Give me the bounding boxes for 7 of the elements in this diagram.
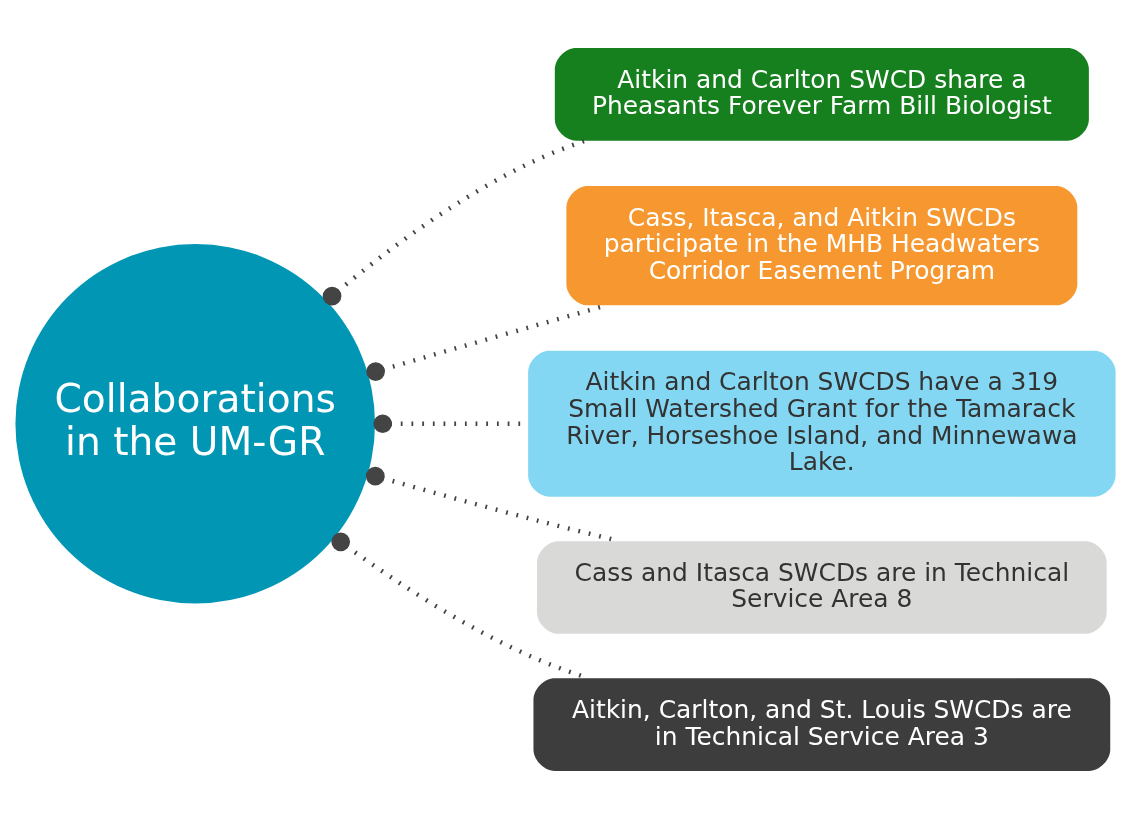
node-box: Cass, Itasca, and Aitkin SWCDs participate in the MHB Headwaters Corridor Easement Program — [566, 186, 1078, 306]
node-box: Cass and Itasca SWCDs are in Technical Service Area 8 — [537, 541, 1107, 634]
connector — [322, 138, 586, 306]
node-box: Aitkin, Carlton, and St. Louis SWCDs are in Technical Service Area 3 — [533, 678, 1111, 771]
node-box: Aitkin and Carlton SWCD share a Pheasants Forever Farm Bill Biologist — [554, 48, 1089, 141]
node-circle: Collaborations in the UM-GR — [15, 243, 375, 604]
node-box: Aitkin and Carlton SWCDS have a 319 Small Watershed Grant for the Tamarack River, Horseshoe Island, and Minnewawa Lake. — [528, 350, 1116, 497]
